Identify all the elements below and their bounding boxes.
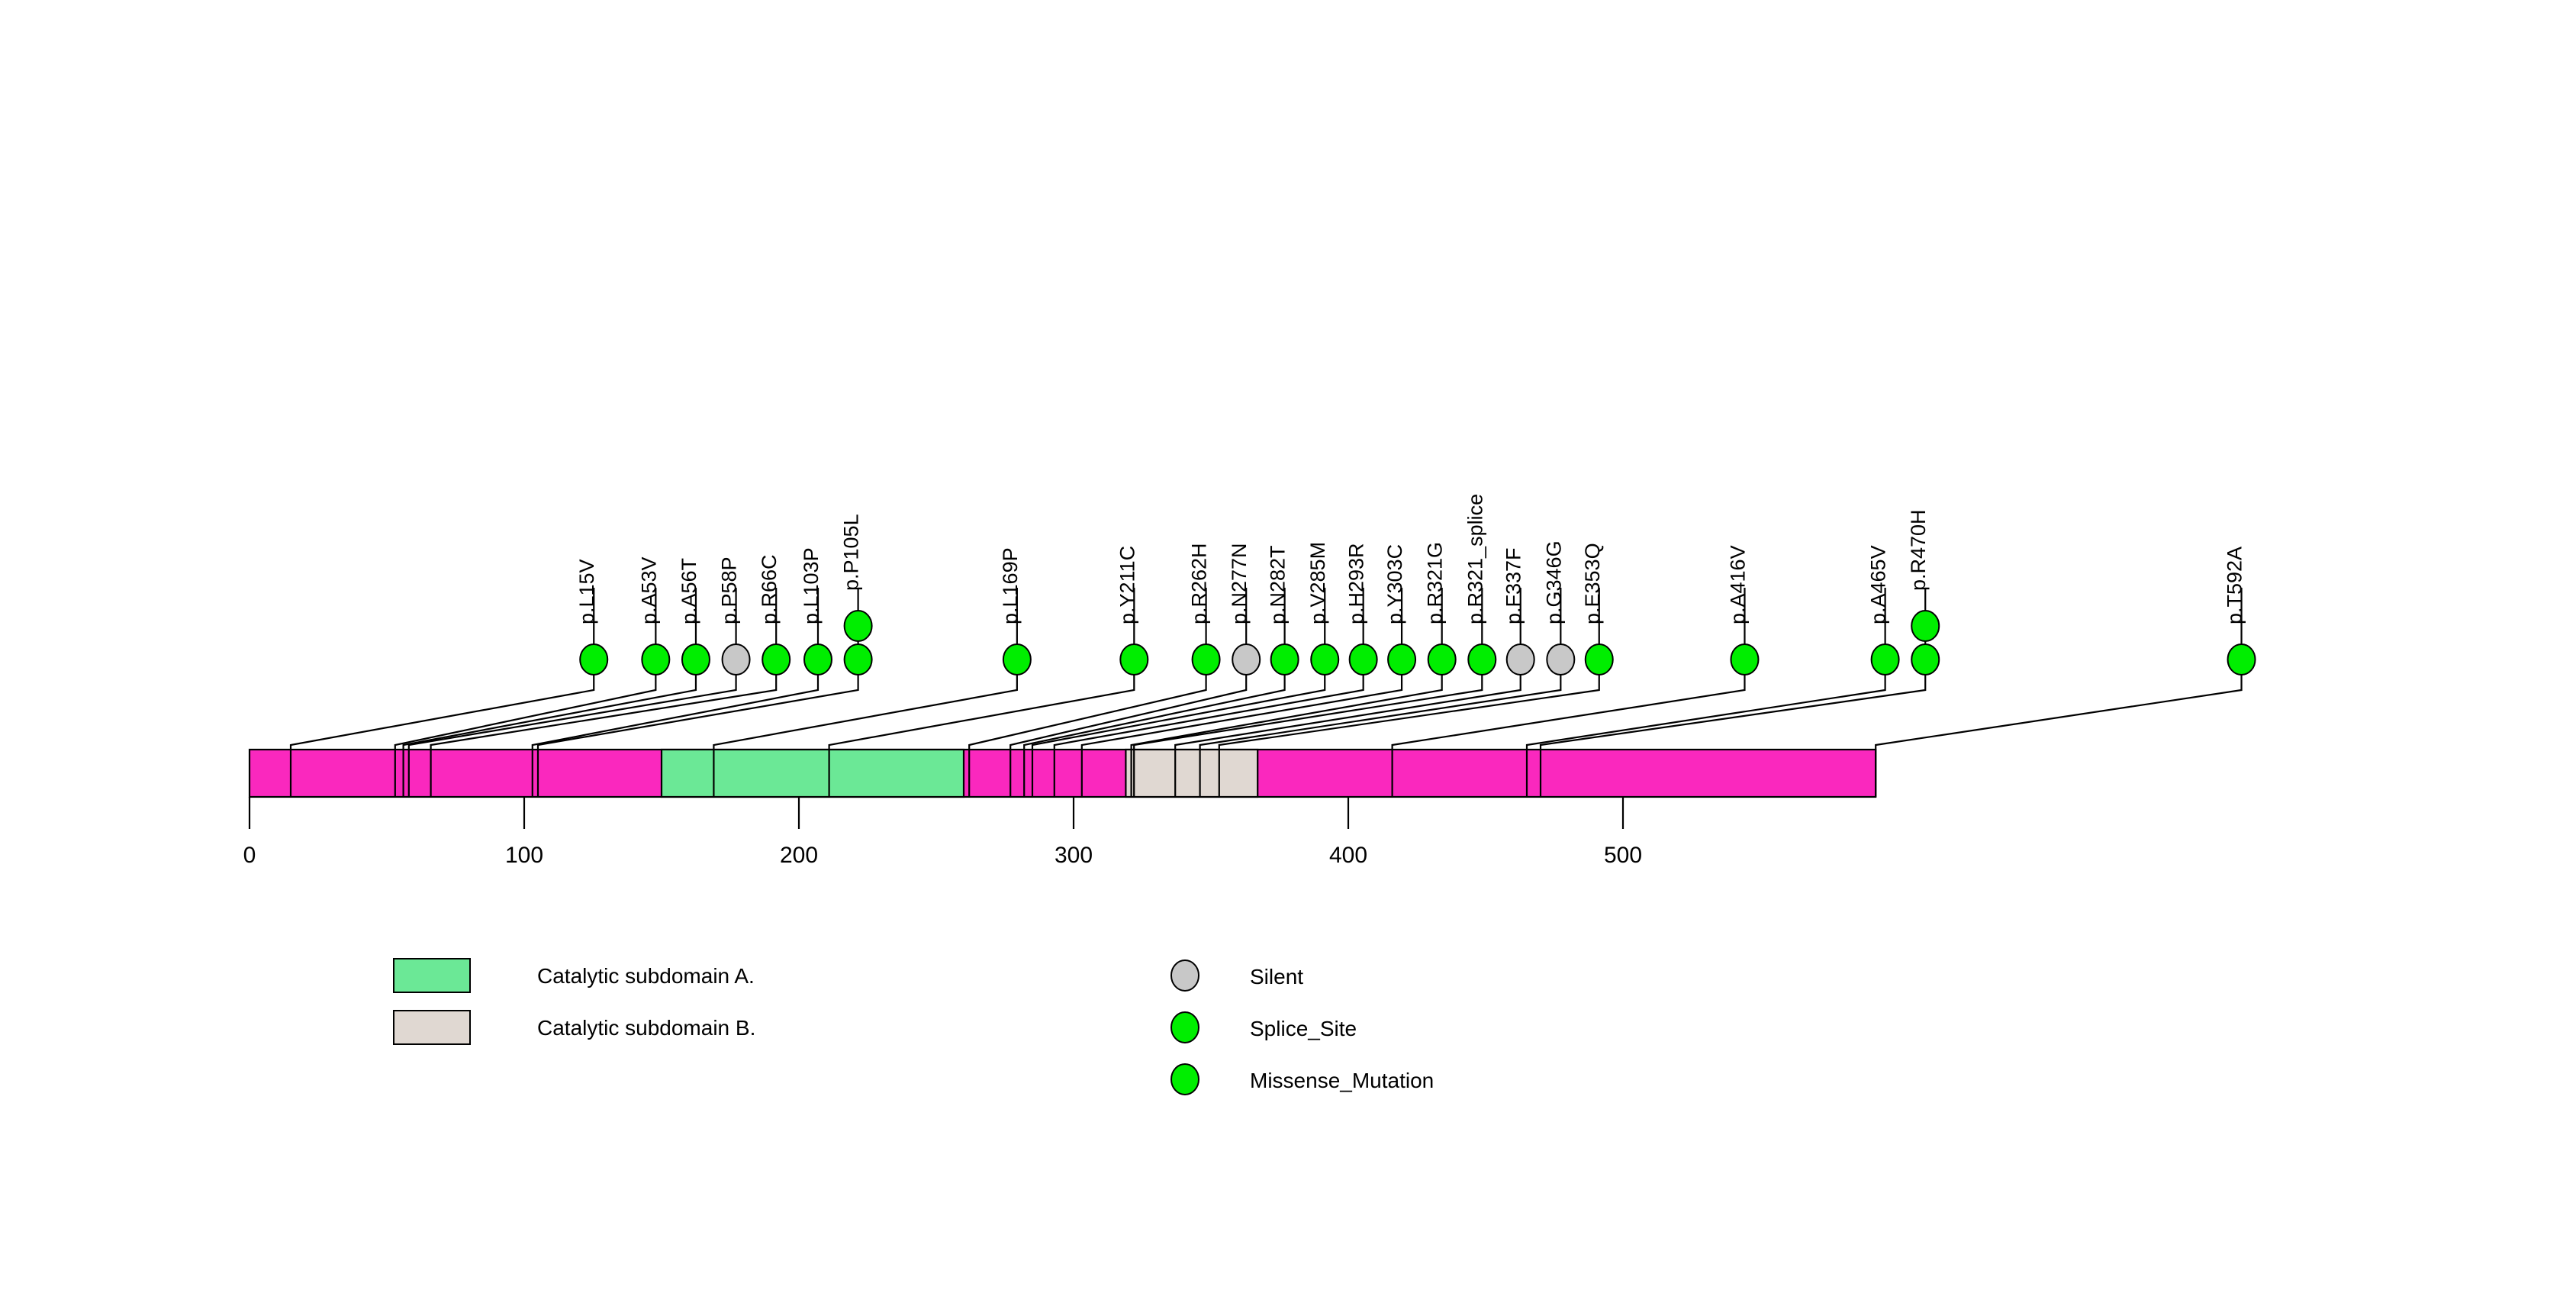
mutation-marker[interactable] <box>1730 643 1760 676</box>
protein-domain-b[interactable] <box>1125 748 1259 798</box>
mutation-marker[interactable] <box>762 643 791 676</box>
mutation-label: p.R470H <box>1907 509 1930 591</box>
mutation-marker-layer <box>579 610 2256 676</box>
mutation-marker[interactable] <box>579 643 609 676</box>
mutation-stem <box>1009 588 1248 797</box>
legend-variant-marker[interactable] <box>1170 1063 1199 1095</box>
mutation-marker[interactable] <box>641 643 671 676</box>
legend-domain-swatch[interactable] <box>393 1010 471 1045</box>
mutation-stem <box>1199 588 1562 797</box>
mutation-marker[interactable] <box>681 643 710 676</box>
mutation-label: p.V285M <box>1306 542 1329 624</box>
mutation-marker[interactable] <box>1232 643 1261 676</box>
mutation-marker[interactable] <box>1427 643 1457 676</box>
mutation-marker[interactable] <box>1387 643 1417 676</box>
mutation-label: p.A416V <box>1726 545 1749 624</box>
mutation-label: p.N277N <box>1228 543 1251 624</box>
mutation-label: p.E353Q <box>1581 543 1604 624</box>
mutation-label: p.R321G <box>1424 542 1447 624</box>
mutation-stem <box>1875 588 2243 797</box>
mutation-label: p.Y211C <box>1116 546 1138 624</box>
mutation-stem <box>1133 588 1483 797</box>
mutation-marker[interactable] <box>843 643 873 676</box>
x-axis-tick-label: 400 <box>1329 843 1367 868</box>
mutation-label: p.P58P <box>718 556 741 624</box>
legend-variant-label: Splice_Site <box>1250 1017 1357 1040</box>
legend-variant-label: Missense_Mutation <box>1250 1069 1434 1092</box>
mutation-label: p.F337F <box>1502 547 1525 624</box>
legend-variant-label: Silent <box>1250 965 1303 988</box>
mutation-stem <box>1525 588 1886 797</box>
mutation-stem <box>289 588 595 797</box>
mutation-marker[interactable] <box>1911 643 1940 676</box>
x-axis-tick-label: 200 <box>780 843 818 868</box>
mutation-label: p.G346G <box>1542 540 1565 624</box>
mutation-stem <box>531 588 819 797</box>
mutation-marker[interactable] <box>1002 643 1032 676</box>
mutation-stem <box>1130 588 1443 797</box>
mutation-stem <box>1391 588 1746 797</box>
mutation-label: p.A53V <box>637 556 660 624</box>
mutation-marker[interactable] <box>721 643 751 676</box>
mutation-marker[interactable] <box>1270 643 1299 676</box>
mutation-stem <box>1053 588 1364 797</box>
mutation-marker[interactable] <box>1348 643 1378 676</box>
mutation-label: p.H293R <box>1345 543 1368 624</box>
mutation-label: p.L169P <box>999 547 1022 624</box>
mutation-label: p.T592A <box>2223 547 2246 624</box>
mutation-label: p.L15V <box>575 559 598 624</box>
mutation-label: p.P105L <box>840 514 863 591</box>
mutation-marker[interactable] <box>843 610 873 642</box>
mutation-label-layer: p.L15V p.A53V p.A56T p.P58P p.R66C p.L103P p.P… <box>575 494 2246 624</box>
mutation-stem <box>828 588 1135 797</box>
mutation-marker[interactable] <box>1467 643 1497 676</box>
mutation-label: p.R262H <box>1188 543 1211 624</box>
legend-domain-label: Catalytic subdomain A. <box>537 964 755 988</box>
legend-domain-label: Catalytic subdomain B. <box>537 1016 755 1040</box>
x-axis-tick-label: 300 <box>1055 843 1093 868</box>
mutation-marker[interactable] <box>803 643 832 676</box>
legend-layer: Catalytic subdomain A. Catalytic subdomai… <box>393 958 1434 1095</box>
legend-variant-marker[interactable] <box>1170 959 1199 992</box>
protein-backbone <box>248 748 1877 798</box>
mutation-marker[interactable] <box>1911 610 1940 642</box>
mutation-marker[interactable] <box>1119 643 1149 676</box>
mutation-marker[interactable] <box>1310 643 1340 676</box>
mutation-stem <box>1218 588 1600 797</box>
mutation-marker[interactable] <box>1546 643 1576 676</box>
mutation-stem <box>1031 588 1326 797</box>
mutation-label: p.A56T <box>678 558 700 624</box>
mutation-marker[interactable] <box>1191 643 1221 676</box>
mutation-marker[interactable] <box>2227 643 2256 676</box>
x-axis-tick-label: 0 <box>243 843 256 868</box>
mutation-stem-layer <box>289 588 2243 797</box>
mutation-stem <box>713 588 1018 797</box>
mutation-label: p.N282T <box>1267 545 1290 624</box>
mutation-stem <box>394 588 657 797</box>
mutation-label: p.R66C <box>758 554 781 624</box>
mutation-stem <box>1174 588 1521 797</box>
x-axis-tick-label: 500 <box>1604 843 1642 868</box>
mutation-marker[interactable] <box>1505 643 1535 676</box>
x-axis-tick-label: 100 <box>505 843 543 868</box>
mutation-label: p.A465V <box>1867 545 1890 624</box>
mutation-label: p.L103P <box>800 547 823 624</box>
x-axis-layer: 0 100 200 300 400 500 <box>243 797 1642 868</box>
mutation-stem <box>430 588 778 797</box>
mutation-stem <box>402 588 697 797</box>
protein-domain-layer <box>248 748 1877 798</box>
mutation-marker[interactable] <box>1584 643 1614 676</box>
mutation-stem <box>407 588 737 797</box>
mutation-label: p.R321_splice <box>1463 494 1486 624</box>
mutation-marker[interactable] <box>1870 643 1900 676</box>
protein-domain-a[interactable] <box>660 748 965 798</box>
mutation-stem <box>968 588 1207 797</box>
mutation-stem <box>1080 588 1403 797</box>
legend-domain-swatch[interactable] <box>393 958 471 993</box>
mutation-stem <box>1023 588 1286 797</box>
mutation-label: p.Y303C <box>1383 544 1406 624</box>
legend-variant-marker[interactable] <box>1170 1011 1199 1043</box>
